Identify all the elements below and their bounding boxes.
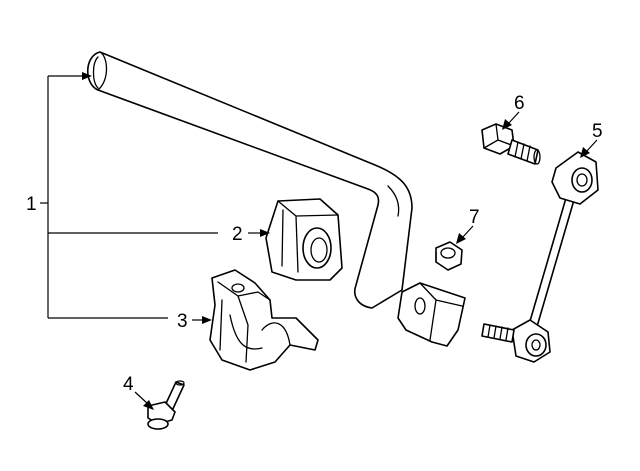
clamp-bolt: [147, 380, 185, 430]
link-bolt: [481, 123, 541, 165]
link-nut: [435, 241, 463, 271]
bushing-clamp: [209, 269, 319, 371]
callout-1: 1: [26, 194, 37, 215]
stabilizer-bushing: [265, 198, 343, 281]
callout-7: 7: [469, 207, 480, 228]
stabilizer-link: [481, 151, 599, 363]
callout-leaders: [40, 72, 598, 410]
callout-6: 6: [514, 93, 525, 114]
callout-4: 4: [123, 374, 134, 395]
callout-5: 5: [592, 121, 603, 142]
stabilizer-bar: [86, 51, 466, 347]
callout-3: 3: [177, 311, 188, 332]
callout-2: 2: [232, 224, 243, 245]
